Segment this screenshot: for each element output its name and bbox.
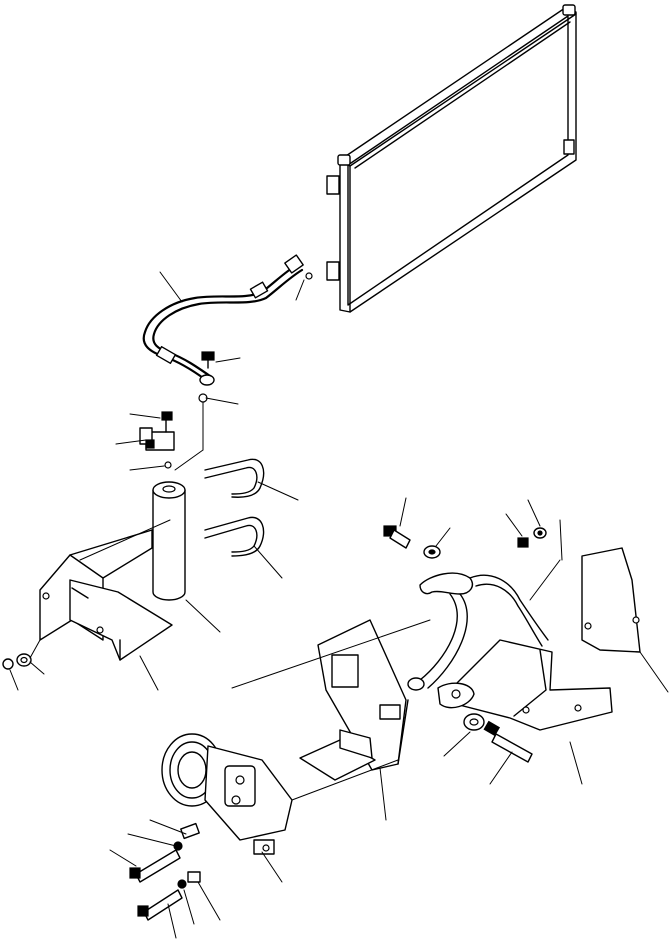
bolt-washer-right	[383, 525, 441, 559]
callout-leaders	[9, 271, 669, 939]
long-bolt	[483, 720, 533, 763]
u-bolts	[204, 458, 265, 557]
bolt-small-1	[201, 351, 215, 369]
compressor-bracket	[299, 619, 409, 781]
condenser	[326, 4, 577, 313]
drier-fitting	[139, 411, 175, 469]
spacer	[463, 713, 485, 731]
nut-washer-left	[2, 639, 41, 670]
compressor-bolt-upper	[129, 822, 200, 883]
assembly-lines	[39, 519, 563, 801]
base-plate	[437, 639, 613, 731]
mounting-plate	[581, 547, 641, 653]
compressor	[161, 733, 293, 855]
receiver-bracket	[39, 529, 173, 661]
receiver-drier	[152, 481, 186, 601]
compressor-bolt-lower	[137, 871, 201, 921]
adjusting-arm	[407, 572, 549, 691]
bolt-washer-far-right	[517, 527, 547, 548]
refrigerant-hose	[142, 254, 313, 386]
